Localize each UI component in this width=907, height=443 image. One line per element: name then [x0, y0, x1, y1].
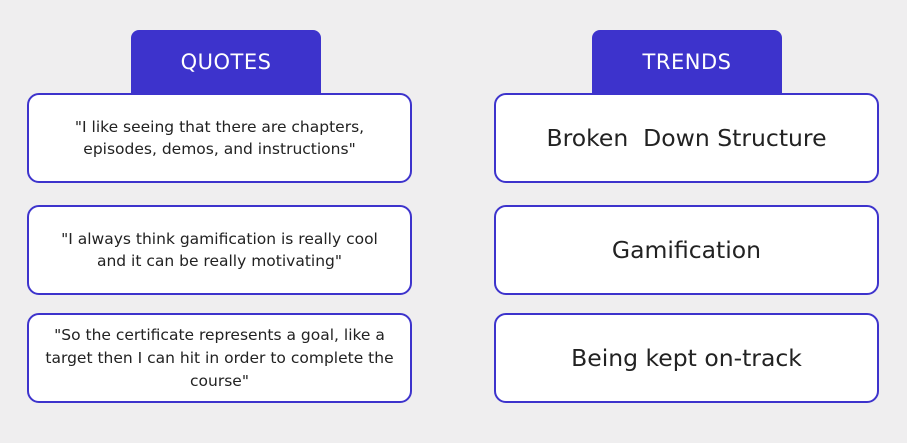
trend-card-3: Being kept on-track [494, 313, 879, 403]
quotes-heading: QUOTES [180, 50, 272, 74]
trends-heading: TRENDS [642, 50, 732, 74]
trend-text-1: Broken Down Structure [546, 124, 827, 152]
quote-text-2: "I always think gamification is really c… [61, 230, 378, 270]
quote-text-1: "I like seeing that there are chapters, … [74, 118, 365, 158]
quote-text-3: "So the certificate represents a goal, l… [45, 325, 394, 390]
trend-card-2: Gamification [494, 205, 879, 295]
quote-card-3: "So the certificate represents a goal, l… [27, 313, 412, 403]
quote-card-1: "I like seeing that there are chapters, … [27, 93, 412, 183]
trend-text-2: Gamification [611, 236, 762, 264]
trends-header-tab: TRENDS [592, 30, 782, 95]
trend-card-1: Broken Down Structure [494, 93, 879, 183]
trend-text-3: Being kept on-track [571, 344, 802, 372]
quote-card-2: "I always think gamification is really c… [27, 205, 412, 295]
quotes-header-tab: QUOTES [131, 30, 321, 95]
